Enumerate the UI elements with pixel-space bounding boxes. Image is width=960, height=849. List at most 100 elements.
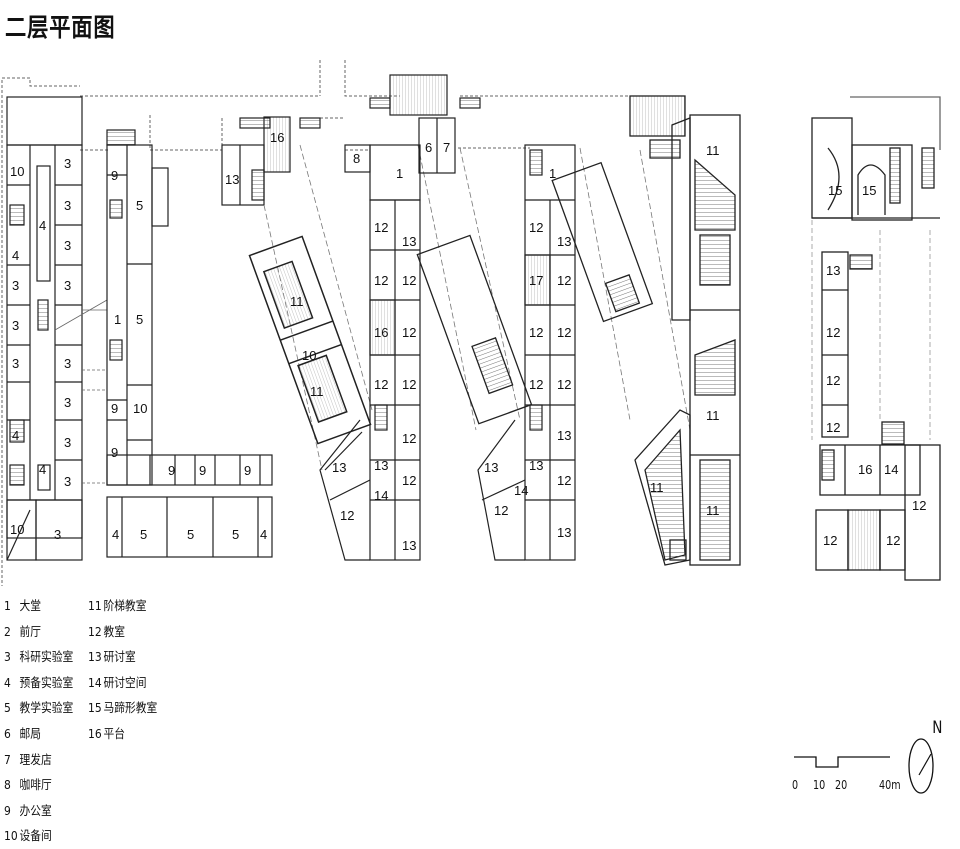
room-label: 12 [340,508,354,523]
room-label: 13 [557,525,571,540]
room-label: 12 [557,473,571,488]
room-label: 12 [402,473,416,488]
far-east-block [811,96,941,581]
room-label: 14 [374,488,388,503]
room-label: 5 [136,312,143,327]
room-label: 6 [425,140,432,155]
scale-label-20: 20 [835,778,848,792]
wedge-3 [551,161,654,323]
room-label: 12 [826,420,840,435]
room-label: 12 [402,377,416,392]
scale-label-40m: 40m [879,778,901,792]
room-label: 13 [332,460,346,475]
room-label: 9 [111,168,118,183]
room-label: 12 [529,377,543,392]
room-label: 3 [54,527,61,542]
room-label: 10 [10,164,24,179]
room-label: 4 [12,248,19,263]
room-label: 8 [353,151,360,166]
room-label: 11 [706,408,720,423]
room-label: 5 [140,527,147,542]
center-left-block [319,74,481,561]
wing-a-b-bridge [54,299,108,484]
room-label: 4 [112,527,119,542]
room-label: 12 [886,533,900,548]
wing-a [6,96,83,561]
wedge-lecture-halls-1 [248,235,372,445]
room-label: 16 [374,325,388,340]
room-label: 13 [402,234,416,249]
wing-b [106,129,273,558]
room-label: 12 [529,325,543,340]
room-label: 9 [168,463,175,478]
room-label: 12 [494,503,508,518]
room-label: 3 [64,474,71,489]
room-label: 10 [10,522,24,537]
room-label: 13 [225,172,239,187]
room-label: 3 [12,278,19,293]
wedge-2 [416,234,533,425]
room-label: 16 [858,462,872,477]
room-label: 11 [650,480,664,495]
room-label: 12 [374,273,388,288]
room-label: 13 [484,460,498,475]
room-label: 12 [402,273,416,288]
room-label: 5 [187,527,194,542]
diagonal-outlines [263,144,691,471]
center-right-block [477,144,576,561]
room-label: 13 [826,263,840,278]
north-arrow: N [905,718,960,798]
room-label: 13 [402,538,416,553]
room-label: 1 [396,166,403,181]
room-label: 11 [290,294,304,309]
room-label: 3 [64,356,71,371]
room-label: 7 [443,140,450,155]
east-lecture-halls [629,95,741,566]
room-label: 12 [374,220,388,235]
room-label: 11 [706,143,720,158]
room-label: 14 [514,483,528,498]
room-label: 3 [12,356,19,371]
room-label: 5 [136,198,143,213]
room-label: 11 [310,384,324,399]
scale-label-0: 0 [792,778,799,792]
room-label: 10 [133,401,147,416]
room-label: 1 [114,312,121,327]
room-label: 4 [260,527,267,542]
room-labels: 10 3 3 3 3 4 4 3 3 3 3 3 3 4 3 10 3 4 9 … [10,130,926,553]
room-label: 4 [39,462,46,477]
room-label: 12 [557,273,571,288]
room-label: 11 [706,503,720,518]
room-label: 17 [529,273,543,288]
room-label: 12 [402,325,416,340]
room-label: 3 [12,318,19,333]
room-label: 9 [244,463,251,478]
block-13-16 [221,116,321,206]
room-label: 9 [111,401,118,416]
room-label: 12 [557,325,571,340]
room-label: 13 [529,458,543,473]
room-label: 12 [826,373,840,388]
scale-label-10: 10 [813,778,826,792]
room-label: 3 [64,238,71,253]
room-label: 3 [64,435,71,450]
scale-bar: 0 10 20 40m [790,740,910,800]
room-label: 16 [270,130,284,145]
room-label: 3 [64,156,71,171]
room-label: 3 [64,278,71,293]
north-label: N [932,718,943,738]
